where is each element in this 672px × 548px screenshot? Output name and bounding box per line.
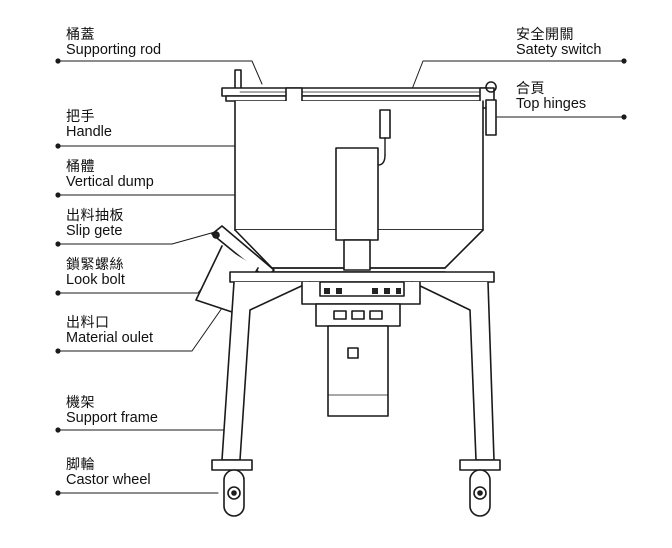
label-castor-wheel-zh: 脚輪 [66,456,95,472]
label-handle: 把手 Handle [66,108,112,141]
label-look-bolt-en: Look bolt [66,272,125,289]
label-material-oulet-zh: 出料口 [66,314,110,330]
label-vertical-dump-en: Vertical dump [66,174,154,191]
leader-dots-left [55,58,61,496]
supporting-rod-part [234,69,242,91]
label-safety-switch: 安全開關 Satety switch [516,26,601,59]
leader-lines-left [57,60,289,494]
label-supporting-rod-en: Supporting rod [66,42,162,59]
lid-part [221,87,488,102]
label-look-bolt: 鎖緊螺絲 Look bolt [66,256,125,289]
inner-shaft [335,147,379,271]
label-vertical-dump: 桶體 Vertical dump [66,158,154,191]
label-safety-switch-zh: 安全開關 [516,26,574,42]
bolts-row [319,281,405,297]
label-slip-gete-en: Slip gete [66,223,123,240]
label-safety-switch-en: Satety switch [516,42,602,59]
label-castor-wheel-en: Castor wheel [66,472,151,489]
label-castor-wheel: 脚輪 Castor wheel [66,456,151,489]
label-look-bolt-zh: 鎖緊螺絲 [66,256,124,272]
label-support-frame-en: Support frame [66,410,158,427]
castor-wheel-right [459,459,501,517]
label-material-oulet: 出料口 Material oulet [66,314,153,347]
label-support-frame-zh: 機架 [66,394,95,410]
label-top-hinges-en: Top hinges [516,96,587,113]
leader-dots-right [621,58,627,120]
label-handle-zh: 把手 [66,108,95,124]
label-supporting-rod: 桶蓋 Supporting rod [66,26,161,59]
label-slip-gete: 出料抽板 Slip gete [66,207,124,240]
label-supporting-rod-zh: 桶蓋 [66,26,95,42]
safety-switch-part [377,109,391,166]
label-top-hinges-zh: 合頁 [516,80,545,96]
label-support-frame: 機架 Support frame [66,394,158,427]
label-handle-en: Handle [66,124,112,141]
motor-part [315,303,401,417]
label-top-hinges: 合頁 Top hinges [516,80,586,113]
label-vertical-dump-zh: 桶體 [66,158,95,174]
label-slip-gete-zh: 出料抽板 [66,207,124,223]
label-material-oulet-en: Material oulet [66,330,154,347]
castor-wheel-left [211,459,253,517]
